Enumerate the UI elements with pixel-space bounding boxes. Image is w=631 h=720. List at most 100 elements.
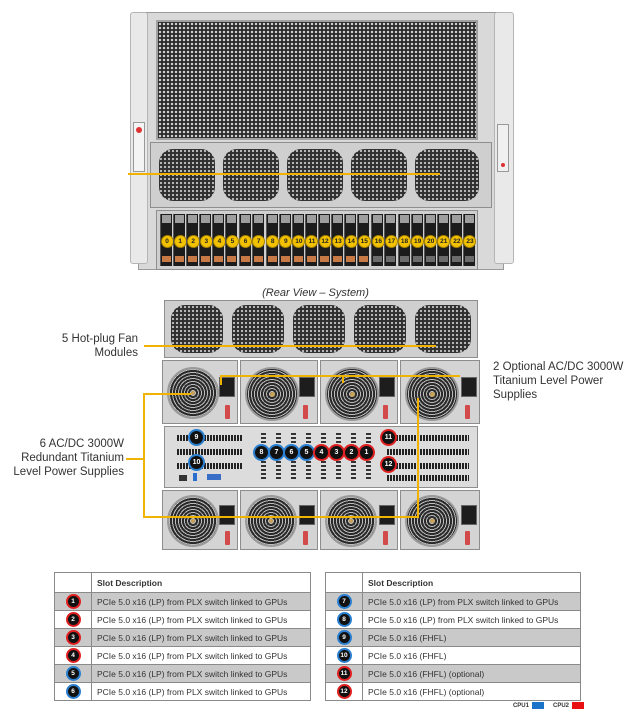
slot-number-cell: 3 bbox=[54, 628, 92, 647]
slot-number-badge: 9 bbox=[338, 632, 350, 644]
psu-bottom-1 bbox=[162, 490, 238, 550]
front-fan-3 bbox=[287, 149, 343, 201]
drive-tray-latch[interactable] bbox=[293, 256, 303, 262]
slot-badge-2: 2 bbox=[345, 446, 358, 459]
drive-bay[interactable]: 8 bbox=[265, 214, 280, 266]
drive-bay[interactable]: 15 bbox=[357, 214, 371, 266]
drive-bay[interactable]: 22 bbox=[449, 214, 464, 266]
drive-tray-latch[interactable] bbox=[451, 256, 461, 262]
drive-tray-latch[interactable] bbox=[464, 256, 474, 262]
drive-tray-latch[interactable] bbox=[425, 256, 435, 262]
drive-bay[interactable]: 13 bbox=[331, 214, 345, 266]
rear-fan-bay bbox=[164, 300, 478, 358]
slot-badge-12: 12 bbox=[382, 458, 395, 471]
drive-tray-latch[interactable] bbox=[373, 256, 383, 262]
drive-bay[interactable]: 0 bbox=[160, 214, 174, 266]
power-button-icon[interactable] bbox=[136, 127, 142, 133]
drive-tray-latch[interactable] bbox=[399, 256, 409, 262]
slot-number-badge: 2 bbox=[67, 614, 79, 626]
drive-bay[interactable]: 14 bbox=[344, 214, 358, 266]
drive-bay-number: 12 bbox=[318, 235, 332, 248]
drive-tray-latch[interactable] bbox=[162, 256, 172, 262]
callout-line-1: 6 AC/DC 3000W bbox=[39, 438, 124, 450]
drive-tray-latch[interactable] bbox=[346, 256, 356, 262]
legend-label-cpu2: CPU2 bbox=[552, 702, 569, 709]
drive-bay[interactable]: 3 bbox=[199, 214, 213, 266]
drive-tray-latch[interactable] bbox=[306, 256, 316, 262]
callout-line-2: Redundant Titanium bbox=[21, 452, 124, 464]
drive-tray-latch[interactable] bbox=[359, 256, 369, 262]
drive-bay[interactable]: 23 bbox=[462, 214, 477, 266]
callout-line-2: Titanium Level Power bbox=[493, 375, 604, 387]
drive-tray-latch[interactable] bbox=[438, 256, 448, 262]
slot-badge-3: 3 bbox=[330, 446, 343, 459]
drive-tray-latch[interactable] bbox=[267, 256, 277, 262]
drive-tray-latch[interactable] bbox=[201, 256, 211, 262]
drive-bay[interactable]: 1 bbox=[173, 214, 187, 266]
drive-bay[interactable]: 12 bbox=[318, 214, 332, 266]
drive-bay[interactable]: 4 bbox=[212, 214, 226, 266]
drive-bay[interactable]: 21 bbox=[436, 214, 451, 266]
drive-bay[interactable]: 5 bbox=[225, 214, 239, 266]
drive-bay[interactable]: 20 bbox=[423, 214, 438, 266]
gpu-tray-grille bbox=[156, 20, 478, 140]
drive-bay[interactable]: 9 bbox=[278, 214, 293, 266]
drive-bay[interactable]: 16 bbox=[371, 214, 385, 266]
slot-badge-4: 4 bbox=[315, 446, 328, 459]
slot-number-cell: 7 bbox=[325, 592, 363, 611]
drive-bay[interactable]: 10 bbox=[291, 214, 306, 266]
front-fan-callout-line bbox=[128, 173, 440, 175]
brand-plate bbox=[497, 124, 509, 172]
redundant-psu-callout-stub bbox=[126, 458, 144, 460]
drive-bay[interactable]: 11 bbox=[304, 214, 319, 266]
drive-tray-latch[interactable] bbox=[280, 256, 290, 262]
header-slot-description: Slot Description bbox=[91, 572, 311, 593]
drive-tray-latch[interactable] bbox=[240, 256, 250, 262]
drive-bay-number: 8 bbox=[266, 235, 280, 248]
front-fan-5 bbox=[415, 149, 479, 201]
lan-port bbox=[179, 475, 187, 481]
slot-number-badge: 1 bbox=[67, 596, 79, 608]
drive-bay[interactable]: 17 bbox=[384, 214, 398, 266]
drive-bay-number: 4 bbox=[212, 235, 226, 248]
drive-bay-number: 1 bbox=[173, 235, 187, 248]
drive-tray-latch[interactable] bbox=[214, 256, 224, 262]
drive-bay[interactable]: 18 bbox=[397, 214, 412, 266]
vga-port bbox=[207, 474, 221, 480]
slot-number-badge: 3 bbox=[67, 632, 79, 644]
drive-tray-latch[interactable] bbox=[253, 256, 263, 262]
slot-description-cell: PCIe 5.0 x16 (LP) from PLX switch linked… bbox=[362, 610, 581, 629]
drive-bay-number: 6 bbox=[239, 235, 253, 248]
fan-callout-line bbox=[144, 345, 436, 347]
table-header-row: Slot Description bbox=[54, 572, 311, 593]
rear-view-caption: (Rear View – System) bbox=[262, 287, 369, 299]
drive-bay[interactable]: 2 bbox=[186, 214, 200, 266]
slot-badge-1: 1 bbox=[360, 446, 373, 459]
drive-tray-latch[interactable] bbox=[412, 256, 422, 262]
drive-tray-latch[interactable] bbox=[175, 256, 185, 262]
optional-psu-callout-line bbox=[220, 375, 460, 377]
drive-tray-latch[interactable] bbox=[333, 256, 343, 262]
drive-bay[interactable]: 6 bbox=[238, 214, 253, 266]
slot-description-cell: PCIe 5.0 x16 (LP) from PLX switch linked… bbox=[362, 592, 581, 611]
slot-badge-11: 11 bbox=[382, 431, 395, 444]
drive-tray-latch[interactable] bbox=[320, 256, 330, 262]
drive-bay-number: 0 bbox=[160, 235, 174, 248]
drive-tray-latch[interactable] bbox=[188, 256, 198, 262]
drive-bay[interactable]: 19 bbox=[410, 214, 425, 266]
drive-tray-latch[interactable] bbox=[227, 256, 237, 262]
optional-psu-callout-tick-1 bbox=[220, 375, 222, 385]
slot-number-cell: 5 bbox=[54, 664, 92, 683]
drive-bay[interactable]: 7 bbox=[251, 214, 266, 266]
drive-bay-number: 11 bbox=[305, 235, 319, 248]
status-led-icon bbox=[501, 163, 505, 167]
psu-bottom-2 bbox=[240, 490, 318, 550]
redundant-psu-callout-vline bbox=[143, 393, 145, 516]
drive-tray-latch[interactable] bbox=[386, 256, 396, 262]
